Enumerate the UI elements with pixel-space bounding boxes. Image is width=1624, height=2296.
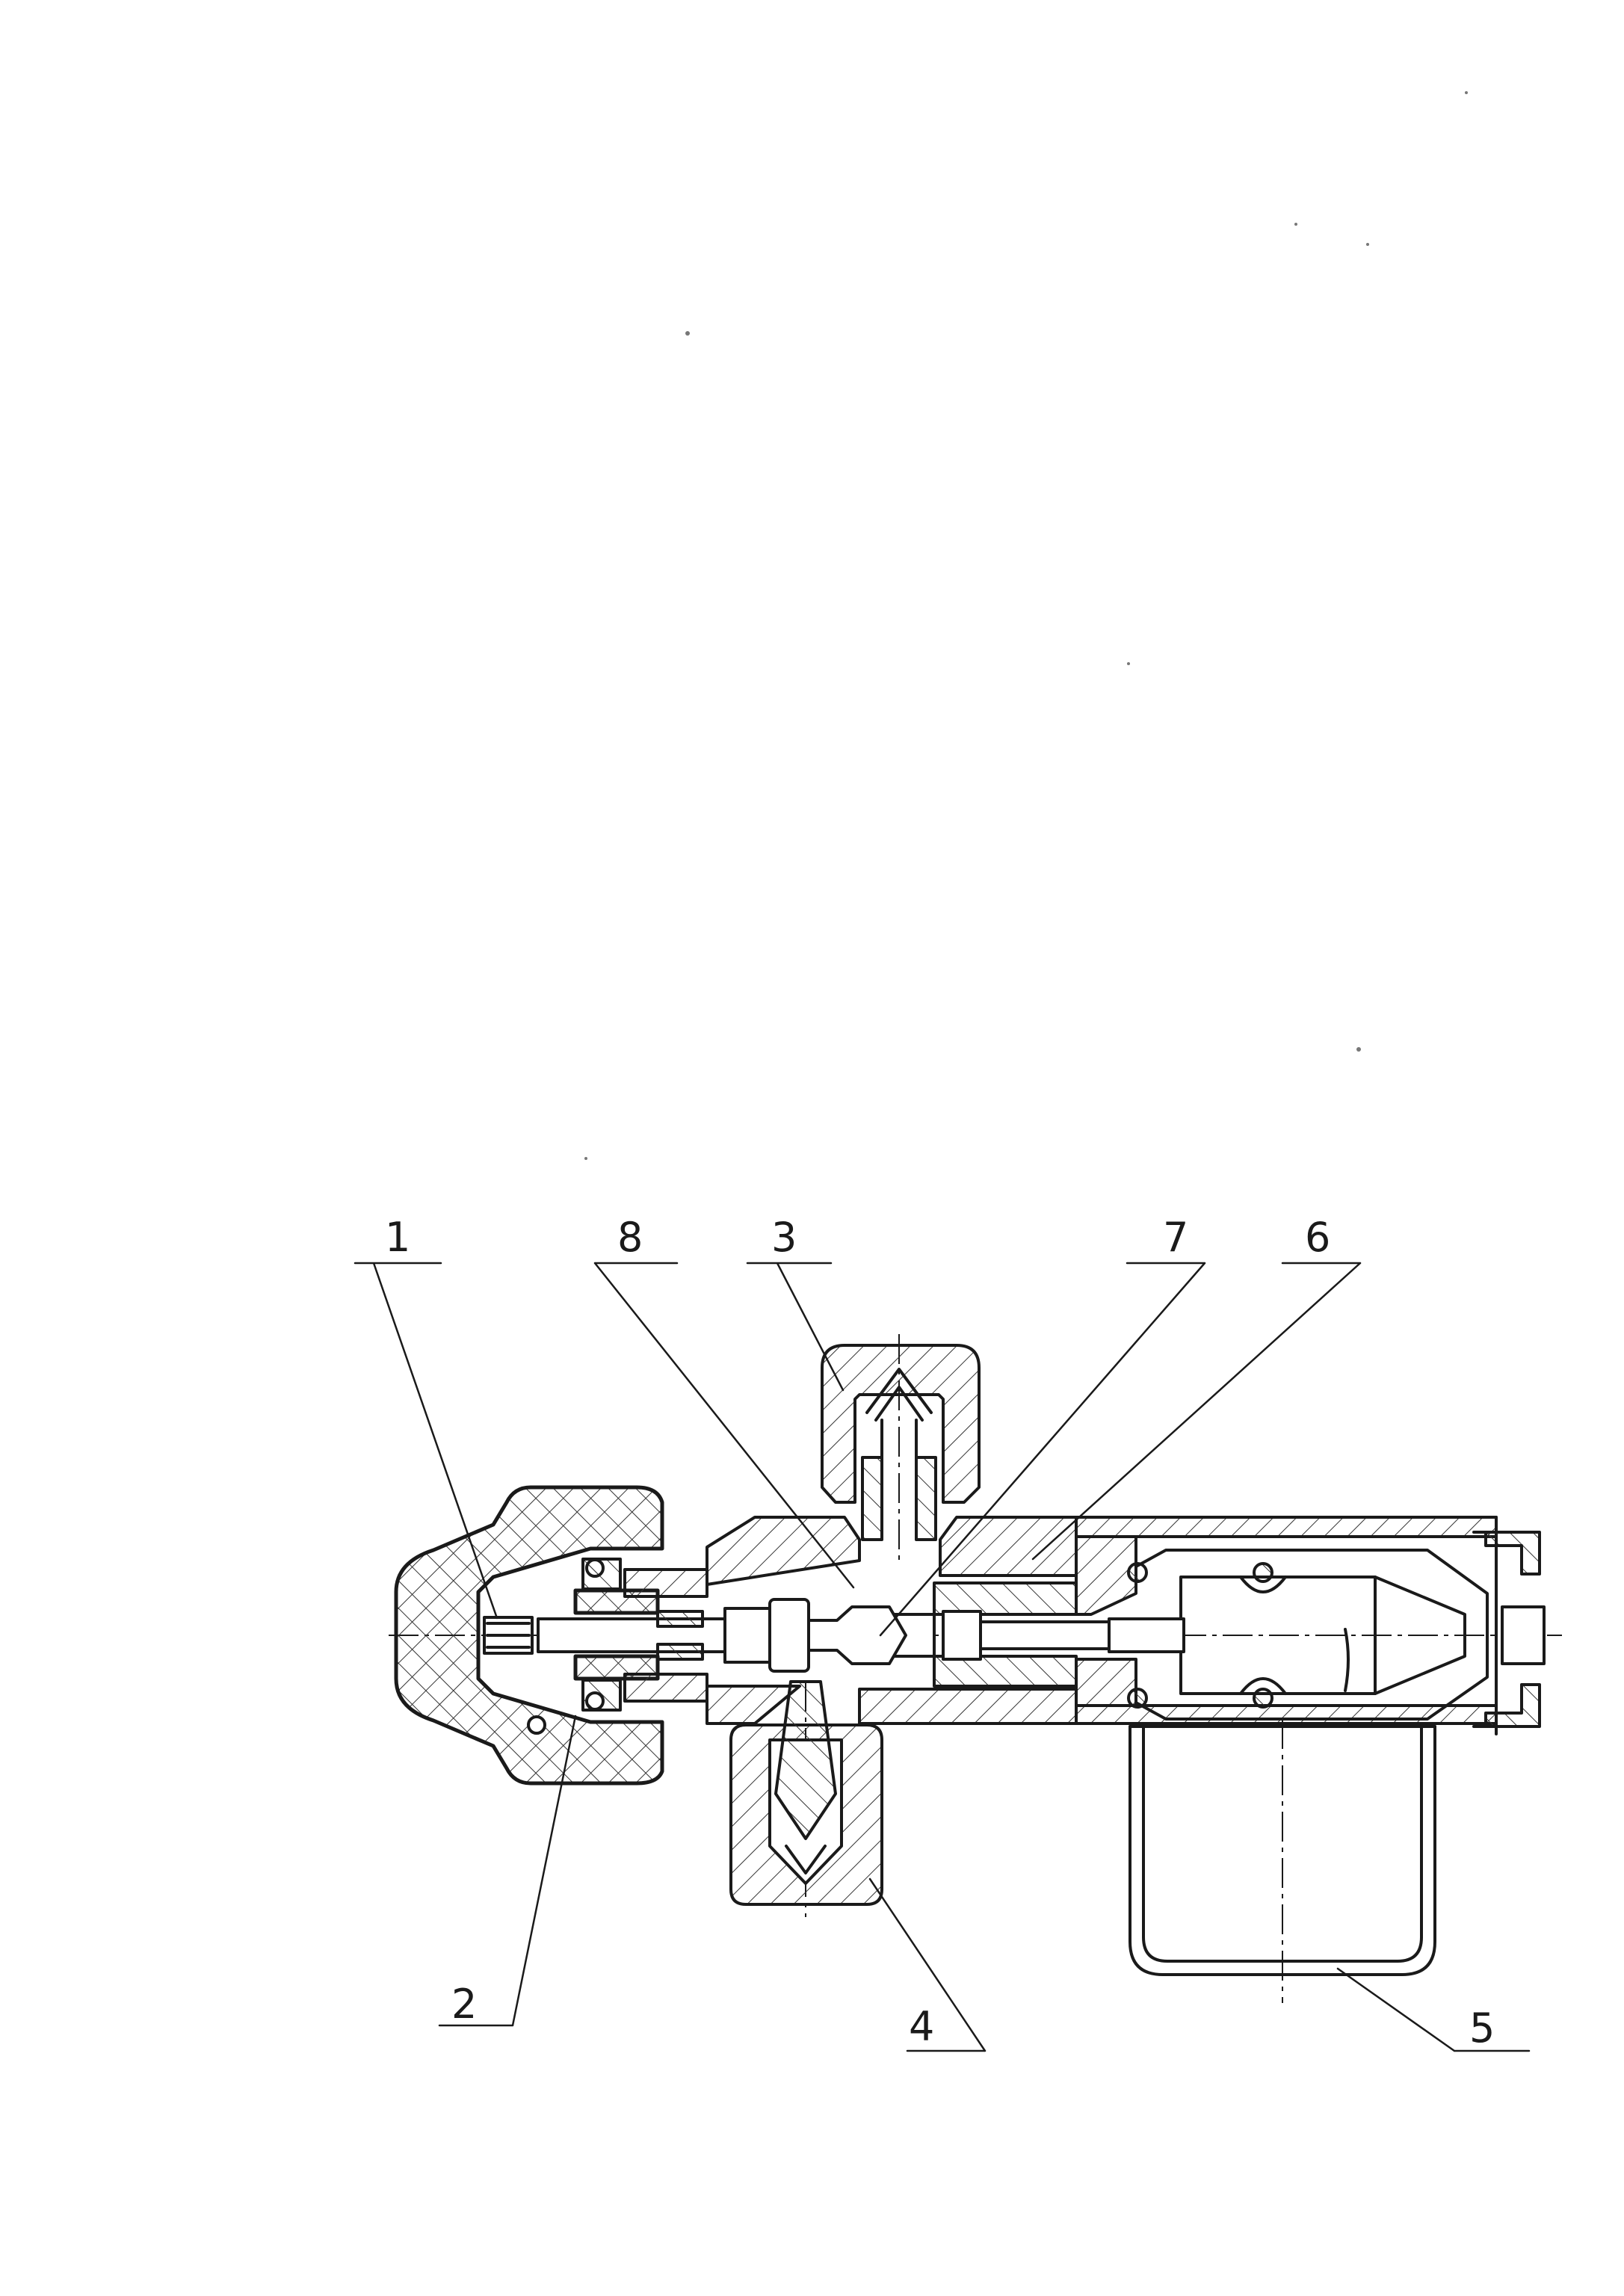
- callout-8: 8: [617, 1214, 643, 1261]
- bottom-outlet: [729, 1680, 883, 1906]
- callout-7: 7: [1163, 1214, 1188, 1261]
- right-chamber: [1075, 1516, 1546, 1735]
- gland-seals: [573, 1558, 708, 1712]
- scan-specks: [584, 91, 1468, 1160]
- callout-1: 1: [385, 1214, 410, 1261]
- top-outlet: [821, 1344, 981, 1541]
- callout-2: 2: [451, 1981, 477, 2028]
- callout-5: 5: [1469, 2005, 1495, 2052]
- leader-lines: [353, 1262, 1531, 2052]
- callout-4: 4: [909, 2003, 934, 2050]
- cap-nut: [394, 1485, 664, 1786]
- cup-housing: [1129, 1725, 1436, 1976]
- callout-labels: 1 8 3 7 6 2 4 5: [385, 1214, 1495, 2052]
- valve-stem: [537, 1598, 1185, 1673]
- callout-3: 3: [771, 1214, 797, 1261]
- callout-6: 6: [1305, 1214, 1330, 1261]
